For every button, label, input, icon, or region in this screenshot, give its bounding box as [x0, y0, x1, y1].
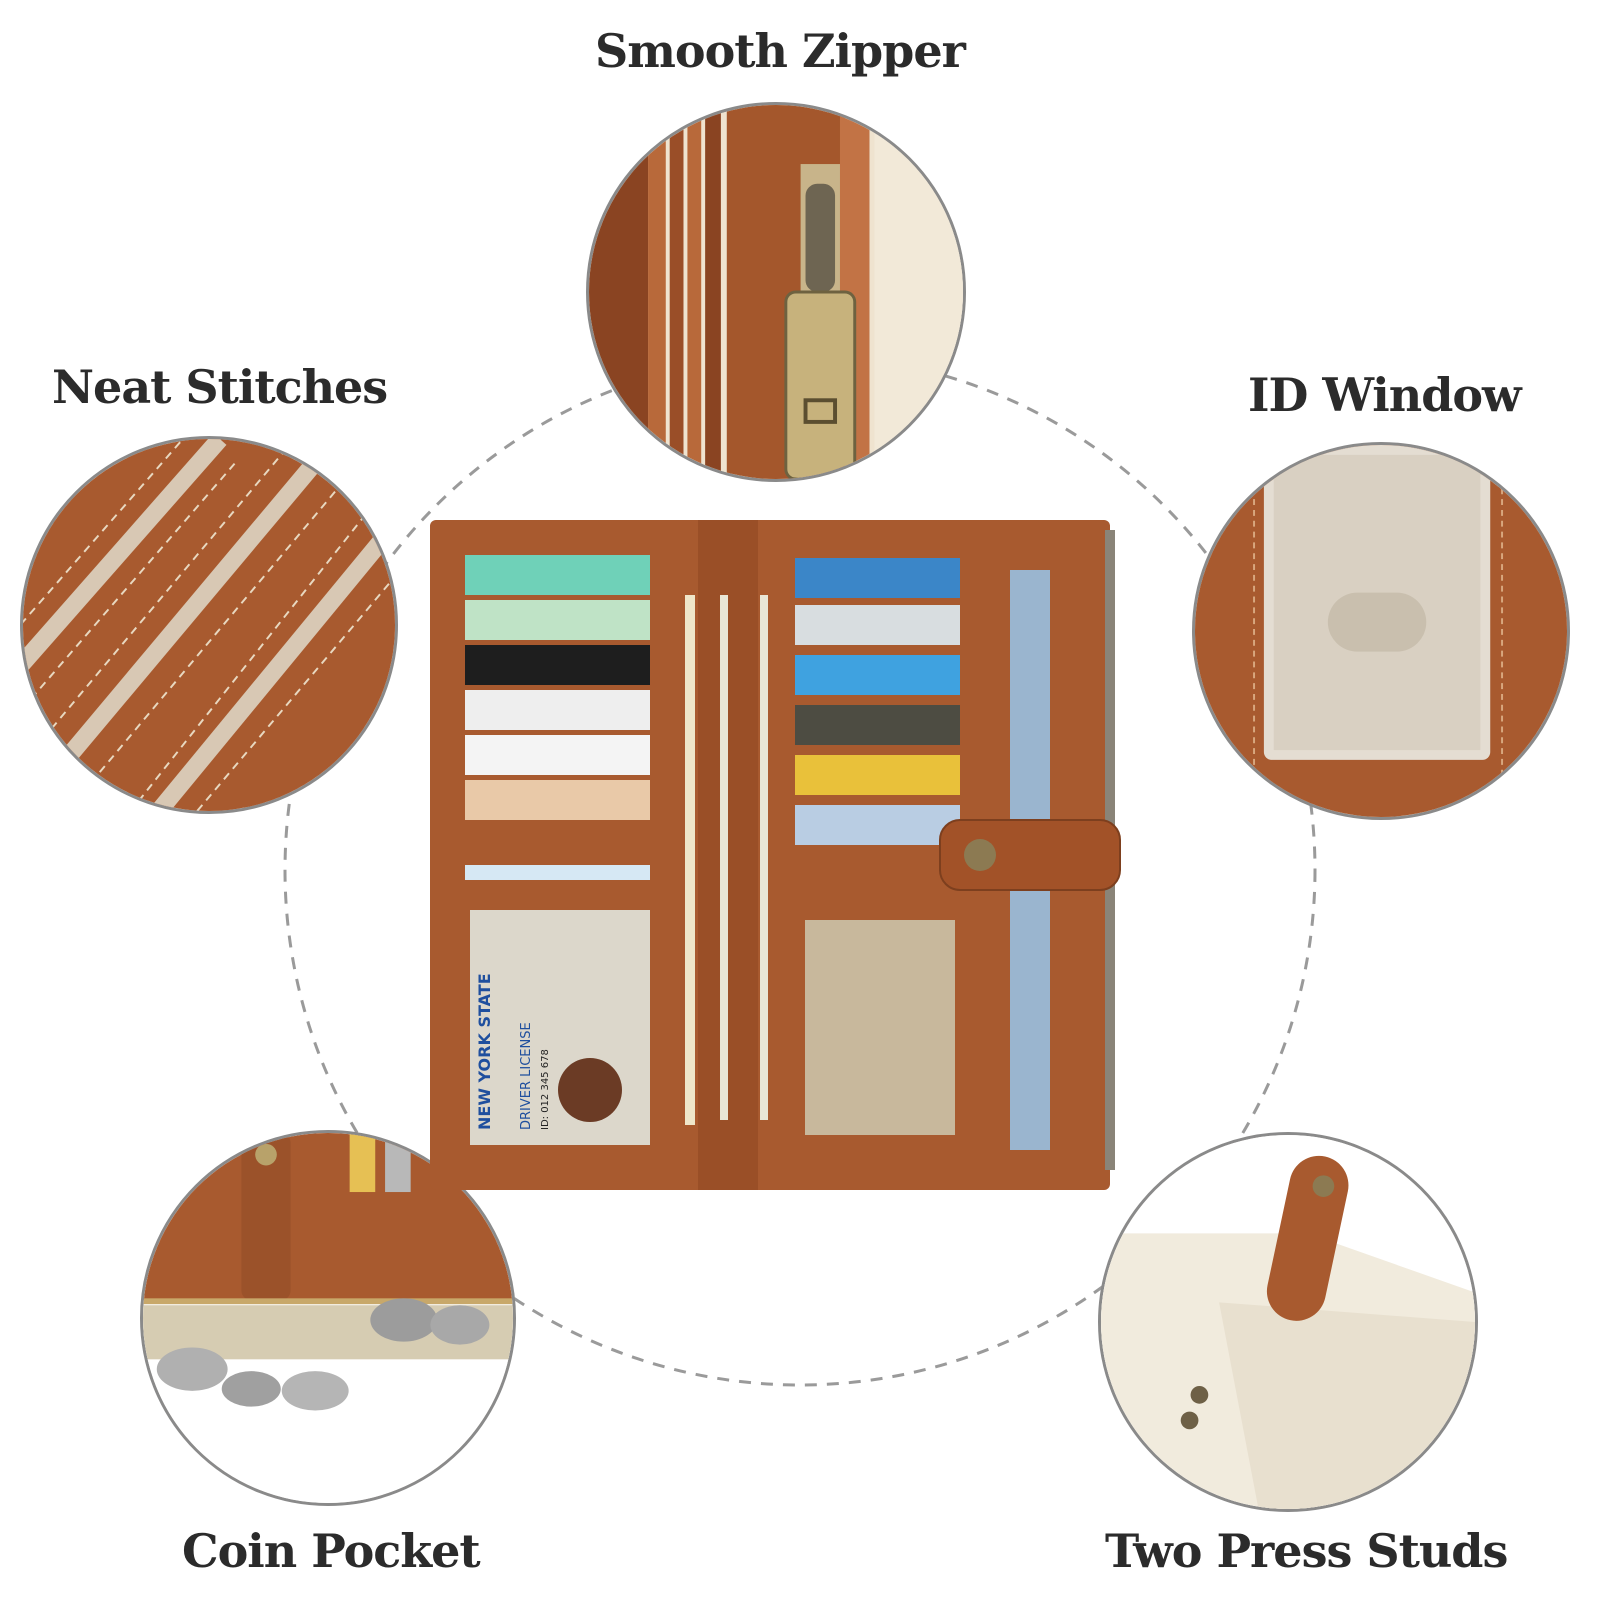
left-card-slots	[465, 555, 650, 880]
neat-stitches-label: Neat Stitches	[52, 360, 388, 414]
id-window-label: ID Window	[1248, 368, 1522, 422]
stitches-closeup-image	[20, 436, 398, 814]
coin-pocket-label: Coin Pocket	[182, 1524, 481, 1578]
right-card-slots	[795, 558, 960, 845]
coin-pocket-closeup-image	[140, 1130, 516, 1506]
smooth-zipper-label: Smooth Zipper	[595, 24, 966, 78]
press-studs-closeup-image	[1098, 1132, 1478, 1512]
id-window-closeup-image	[1192, 442, 1570, 820]
open-wallet-image: NEW YORK STATE DRIVER LICENSE ID: 012 34…	[430, 520, 1121, 1190]
license-type-text: DRIVER LICENSE	[519, 1022, 534, 1130]
two-press-studs-label: Two Press Studs	[1105, 1524, 1508, 1578]
zipper-closeup-image	[586, 102, 966, 482]
license-state-text: NEW YORK STATE	[475, 973, 494, 1130]
license-number-text: ID: 012 345 678	[540, 1049, 551, 1130]
